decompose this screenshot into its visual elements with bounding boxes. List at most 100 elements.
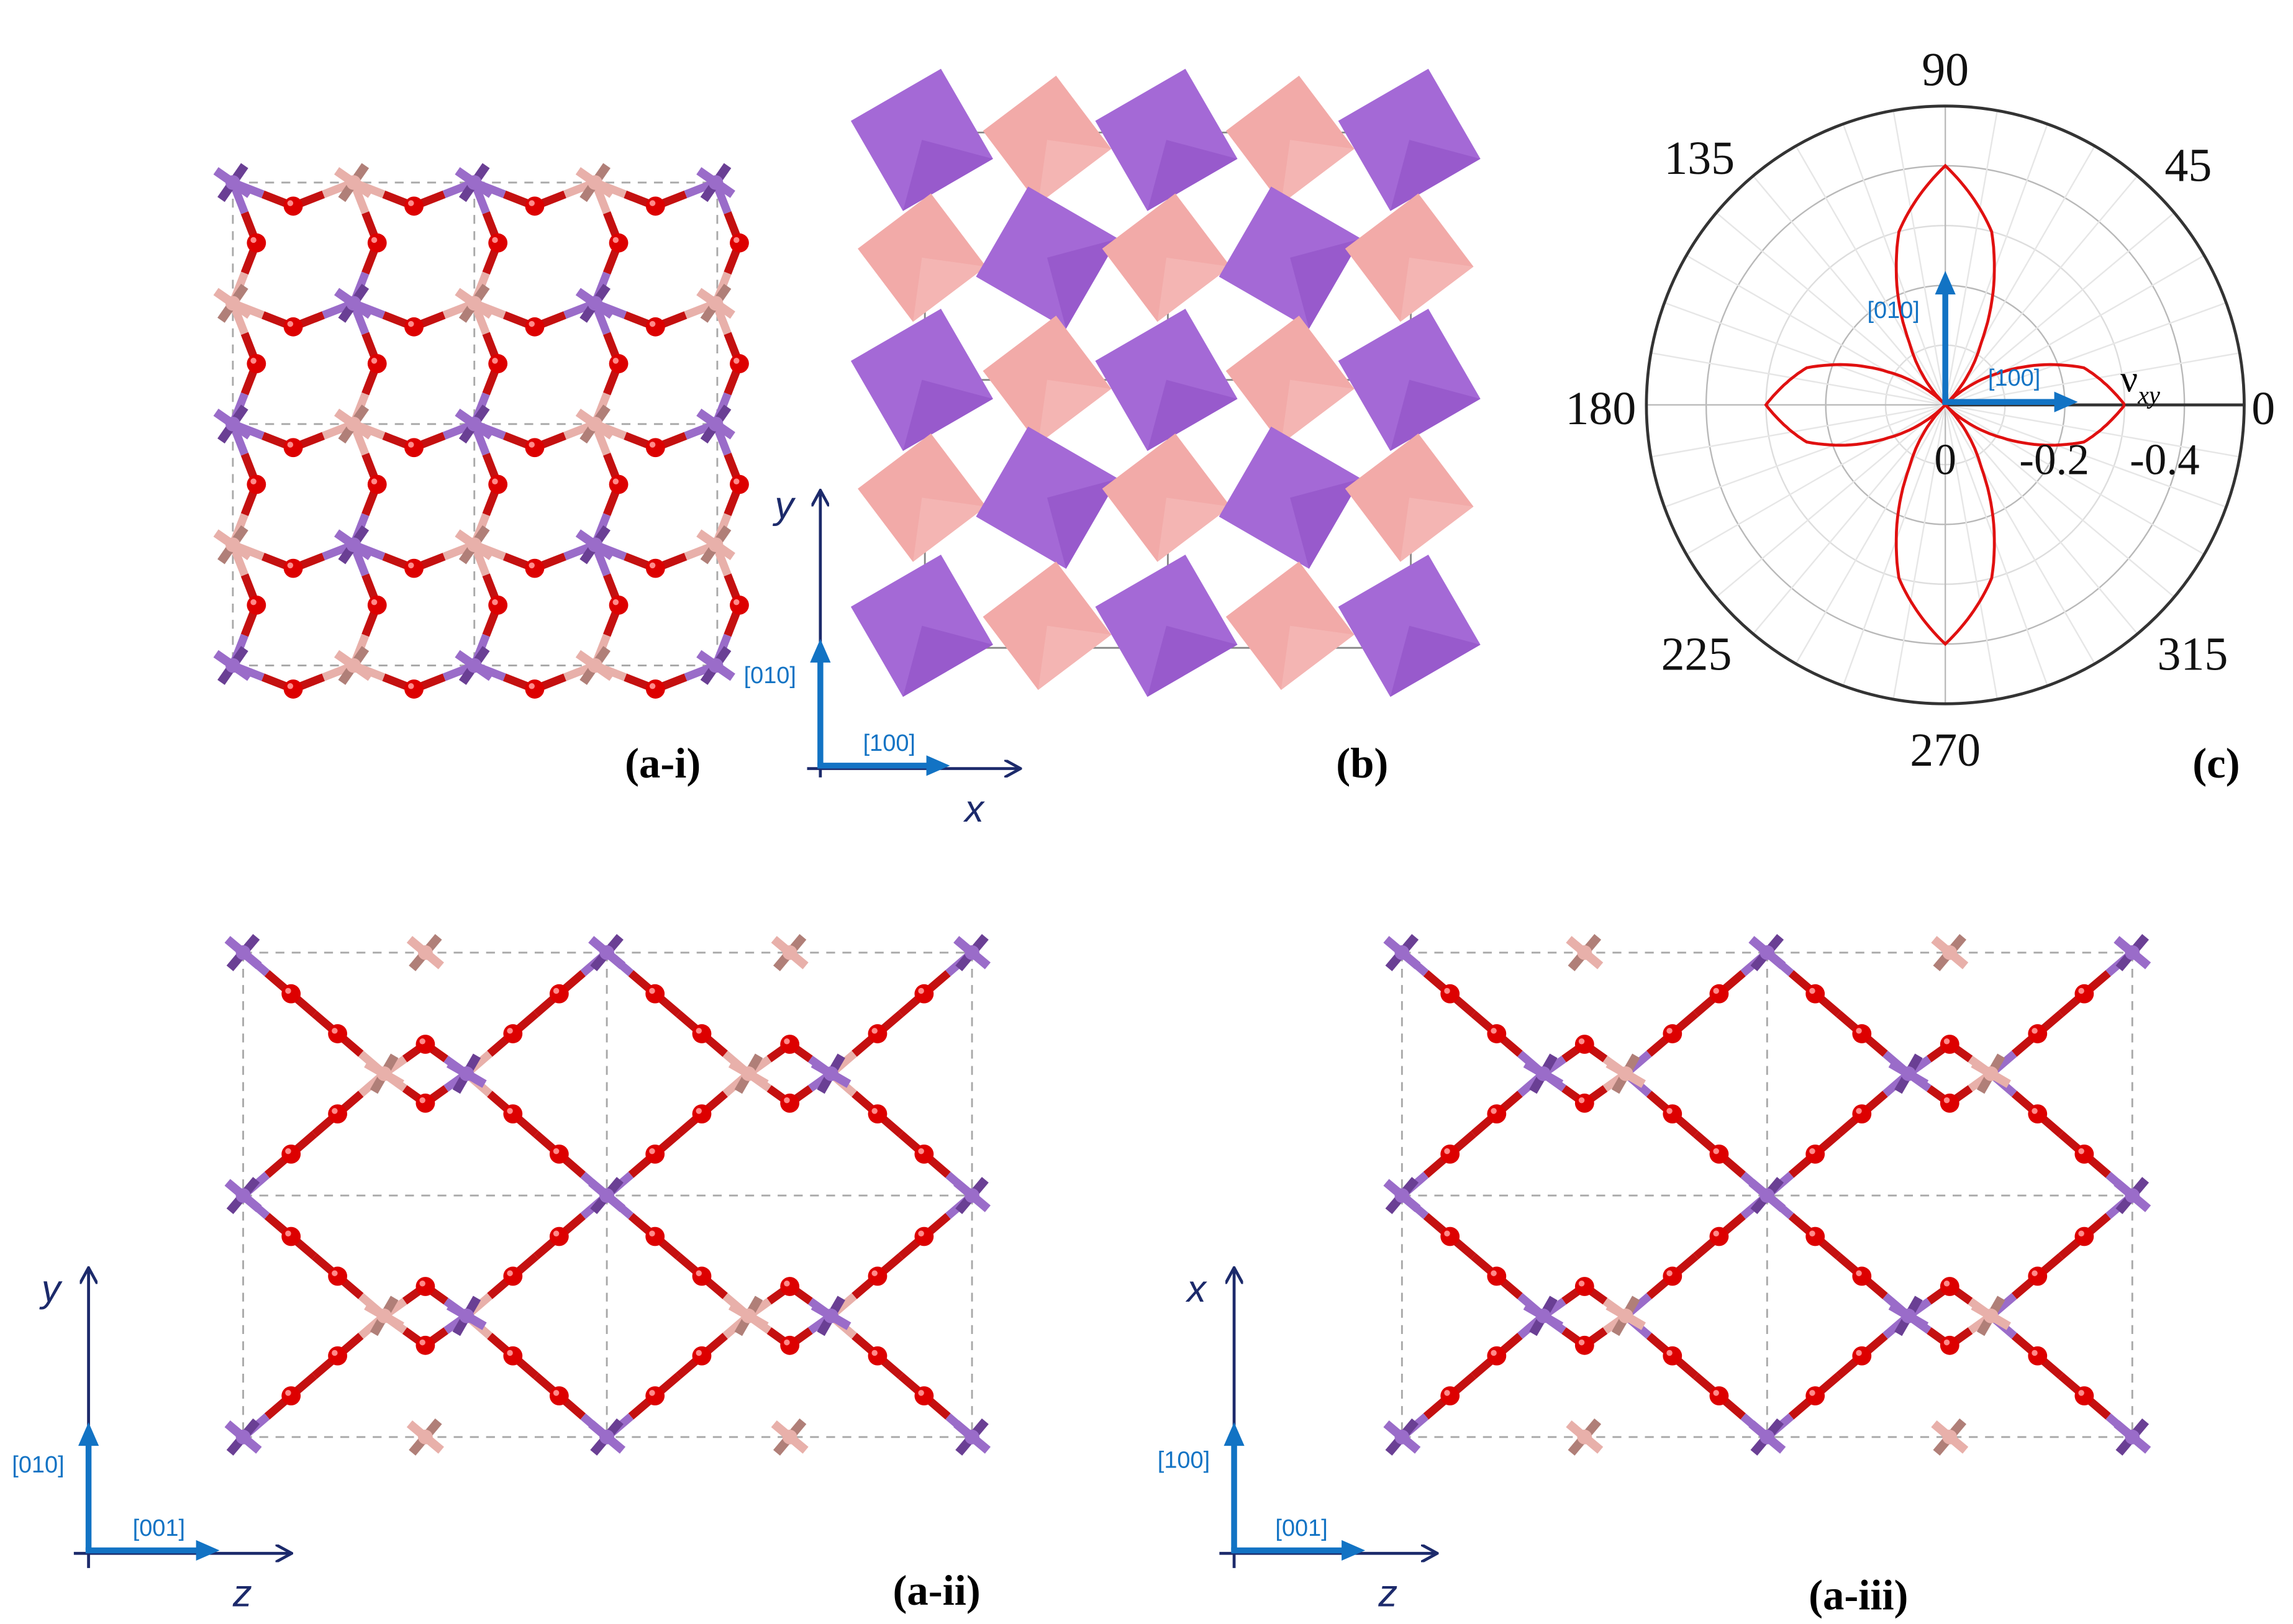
atom-highlight xyxy=(2078,987,2084,994)
metal-atom xyxy=(1577,945,1592,960)
angle-tick-label: 225 xyxy=(1661,628,1732,681)
atom-highlight xyxy=(1943,1038,1950,1045)
octahedron xyxy=(983,561,1112,690)
octahedron xyxy=(858,433,986,562)
atom-highlight xyxy=(1444,1148,1450,1154)
oxygen-atom xyxy=(868,1346,888,1366)
oxygen-atom xyxy=(1805,1227,1825,1246)
angle-spoke xyxy=(1945,404,2240,458)
octahedron xyxy=(1102,193,1231,322)
oxygen-atom xyxy=(328,1346,348,1366)
oxygen-atom xyxy=(488,354,508,373)
metal-atom xyxy=(588,296,602,311)
octahedron-face xyxy=(1400,257,1474,322)
atom-highlight xyxy=(649,683,656,689)
axes-a-ii: y z [010] [001] xyxy=(12,1268,290,1615)
oxygen-atom xyxy=(247,595,266,615)
oxygen-atom xyxy=(503,1024,523,1043)
angle-spoke xyxy=(1945,302,2227,406)
metal-atom xyxy=(418,1430,433,1445)
octahedron-face xyxy=(1147,140,1238,211)
arrow-100-head xyxy=(926,755,950,776)
oxygen-atom xyxy=(525,558,545,578)
angle-spoke xyxy=(1686,255,1946,406)
oxygen-atom xyxy=(281,984,301,1004)
angle-spoke xyxy=(1944,110,1999,406)
oxygen-atom xyxy=(367,354,387,373)
octahedron xyxy=(1095,68,1238,211)
atom-highlight xyxy=(507,1108,513,1114)
metal-atom xyxy=(708,658,724,673)
atom-highlight xyxy=(1491,1028,1497,1034)
poisson-ratio-curve xyxy=(1764,163,2126,646)
atom-highlight xyxy=(1444,1390,1450,1396)
oxygen-atom xyxy=(645,984,665,1004)
oxygen-atom xyxy=(645,1144,665,1164)
metal-atom xyxy=(459,1309,474,1323)
oxygen-atom xyxy=(1805,1144,1825,1164)
atom-highlight xyxy=(1856,1350,1862,1356)
oxygen-atom xyxy=(1852,1346,1872,1366)
atom-highlight xyxy=(507,1350,513,1356)
atom-highlight xyxy=(287,200,294,206)
oxygen-atom xyxy=(692,1346,712,1366)
atom-highlight xyxy=(287,442,294,448)
angle-tick-label: 90 xyxy=(1922,44,1969,96)
oxygen-atom xyxy=(914,984,934,1004)
atom-highlight xyxy=(1856,1270,1862,1276)
oxygen-atom xyxy=(730,354,749,373)
octahedron xyxy=(1219,186,1361,329)
metal-atom xyxy=(1536,1066,1551,1081)
oxygen-atom xyxy=(1574,1035,1594,1054)
atom-highlight xyxy=(696,1350,702,1356)
atom-highlight xyxy=(371,599,378,606)
metal-atom xyxy=(1901,1066,1916,1081)
oxygen-atom xyxy=(645,317,665,337)
oxygen-atom xyxy=(404,679,424,699)
angle-tick-label: 45 xyxy=(2164,140,2212,192)
vector-010-head xyxy=(1935,271,1956,295)
oxygen-atom xyxy=(1487,1346,1507,1366)
atom-highlight xyxy=(649,1148,655,1154)
oxygen-atom xyxy=(1487,1104,1507,1124)
oxygen-atom xyxy=(488,595,508,615)
atom-highlight xyxy=(492,599,498,606)
octahedron-face xyxy=(1281,379,1355,445)
metal-atom xyxy=(376,1066,392,1081)
metal-atom xyxy=(466,416,482,432)
octahedron-face xyxy=(1038,140,1112,204)
metal-atom xyxy=(708,296,724,311)
radial-tick-label: -0.2 xyxy=(2019,435,2089,484)
metal-atom xyxy=(1983,1309,1999,1323)
atom-highlight xyxy=(1943,1097,1950,1104)
oxygen-atom xyxy=(281,1227,301,1246)
metal-atom xyxy=(235,945,251,960)
dir-label-010: [010] xyxy=(12,1452,64,1478)
atom-highlight xyxy=(918,1148,924,1154)
oxygen-atom xyxy=(1574,1335,1594,1355)
atom-highlight xyxy=(1491,1270,1497,1276)
axis-label-y: y xyxy=(39,1268,63,1310)
atom-highlight xyxy=(492,358,498,364)
atom-highlight xyxy=(419,1339,425,1346)
octahedron-face xyxy=(1157,497,1231,562)
metal-atom xyxy=(965,945,979,960)
metal-atom xyxy=(225,175,240,190)
oxygen-atom xyxy=(1709,1227,1729,1246)
atom-highlight xyxy=(1578,1038,1585,1045)
atom-highlight xyxy=(492,237,498,243)
angle-spoke xyxy=(1651,404,1946,458)
atom-highlight xyxy=(287,320,294,327)
oxygen-atom xyxy=(1852,1266,1872,1286)
metal-atom xyxy=(1759,945,1775,960)
oxygen-atom xyxy=(549,1386,569,1406)
atom-highlight xyxy=(612,237,619,243)
angle-tick-label: 135 xyxy=(1664,132,1735,184)
metal-atom xyxy=(2125,1430,2140,1445)
atom-highlight xyxy=(529,200,535,206)
oxygen-atom xyxy=(247,354,266,373)
oxygen-atom xyxy=(525,679,545,699)
axis-label-z: z xyxy=(1378,1572,1397,1615)
oxygen-atom xyxy=(868,1266,888,1286)
octahedron-face xyxy=(1400,497,1474,562)
